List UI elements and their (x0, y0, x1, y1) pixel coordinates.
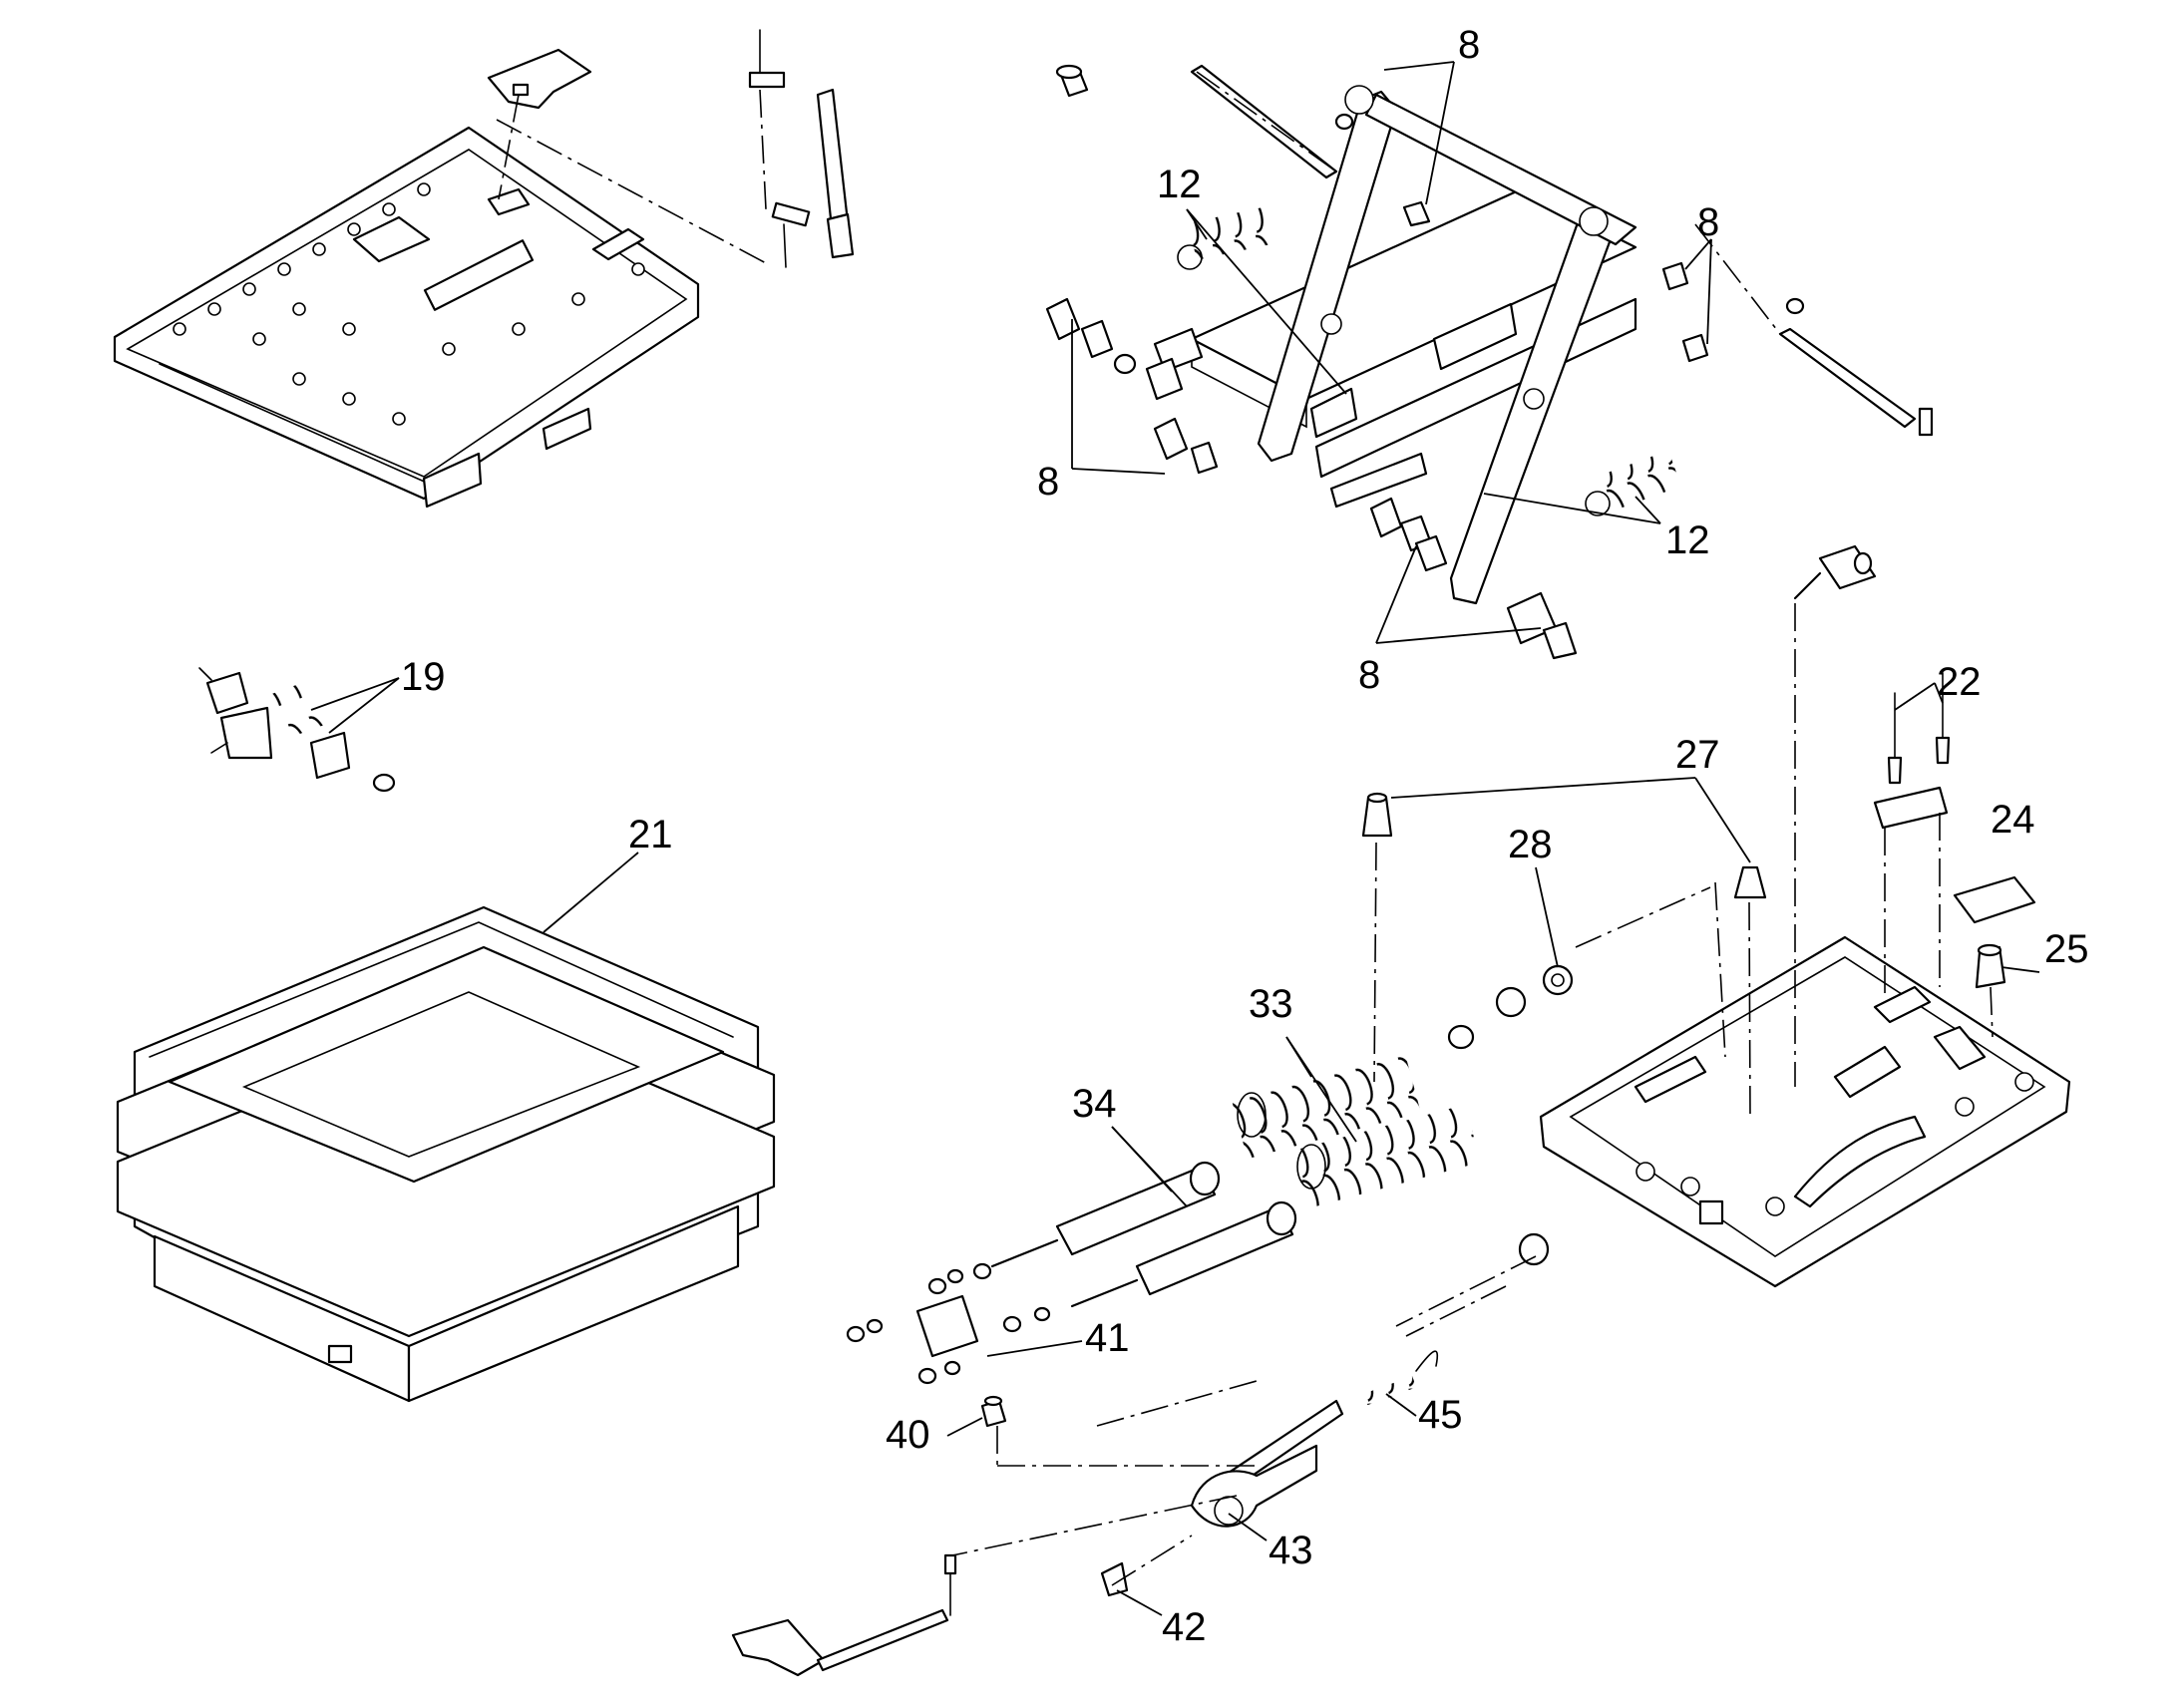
assembly-lines (951, 71, 1994, 1586)
callout-40: 40 (886, 1413, 930, 1457)
callout-42: 42 (1162, 1605, 1207, 1649)
spring-cap-and-washer-28 (1447, 964, 1574, 1050)
callout-21: 21 (628, 813, 673, 856)
callout-34: 34 (1072, 1082, 1117, 1126)
callout-19: 19 (401, 655, 446, 699)
callout-25: 25 (2044, 927, 2089, 971)
callout-43: 43 (1269, 1529, 1313, 1572)
callout-12-upper: 12 (1157, 163, 1202, 206)
top-plate-cover-clip (487, 48, 592, 110)
callout-12-lower: 12 (1665, 518, 1710, 562)
callout-27: 27 (1675, 733, 1720, 777)
lever-assembly-43 (1190, 1399, 1344, 1528)
adjustment-handle (731, 1553, 957, 1677)
damper-bracket-41 (846, 1262, 1051, 1385)
top-plate-mount-holes (173, 182, 645, 426)
tension-springs-12 (1177, 206, 1681, 516)
pad-24 (1953, 875, 2036, 924)
gas-spring-assembly-34 (990, 1161, 1297, 1308)
callout-8-left: 8 (1037, 460, 1059, 504)
bushings-8-lower (1045, 297, 1578, 660)
bushings-8-upper (1055, 64, 1805, 363)
callout-33: 33 (1249, 982, 1293, 1026)
callout-8-upper: 8 (1458, 23, 1480, 67)
buffer-25 (1975, 943, 2006, 989)
spring-45 (1355, 1350, 1439, 1408)
callout-24: 24 (1991, 798, 2035, 842)
compression-springs-33 (1232, 1054, 1481, 1209)
stop-cones-27 (1361, 792, 1767, 899)
spring-clips-19 (198, 667, 396, 793)
leader-lines (310, 61, 2040, 1616)
part-callouts: 8 8 8 8 12 12 19 21 22 24 25 27 28 33 34… (401, 23, 2089, 1649)
clip-42 (1100, 1561, 1129, 1597)
bushing-45-lower (1518, 1232, 1550, 1266)
callout-28: 28 (1508, 823, 1553, 866)
scissor-linkage (1153, 85, 1637, 605)
height-adjuster-block (1793, 544, 1877, 600)
bellows-cover-21 (116, 905, 776, 1403)
pins-22 (1873, 672, 1951, 830)
callout-8-upper-right: 8 (1697, 200, 1719, 244)
base-frame (1539, 935, 2071, 1288)
callout-45: 45 (1418, 1393, 1463, 1437)
nut-40 (980, 1395, 1007, 1428)
seat-top-plate (113, 126, 700, 509)
callout-8-lower: 8 (1358, 653, 1380, 697)
callout-22: 22 (1937, 660, 1982, 704)
adjustment-lever-top (748, 29, 855, 268)
callout-41: 41 (1085, 1316, 1130, 1360)
